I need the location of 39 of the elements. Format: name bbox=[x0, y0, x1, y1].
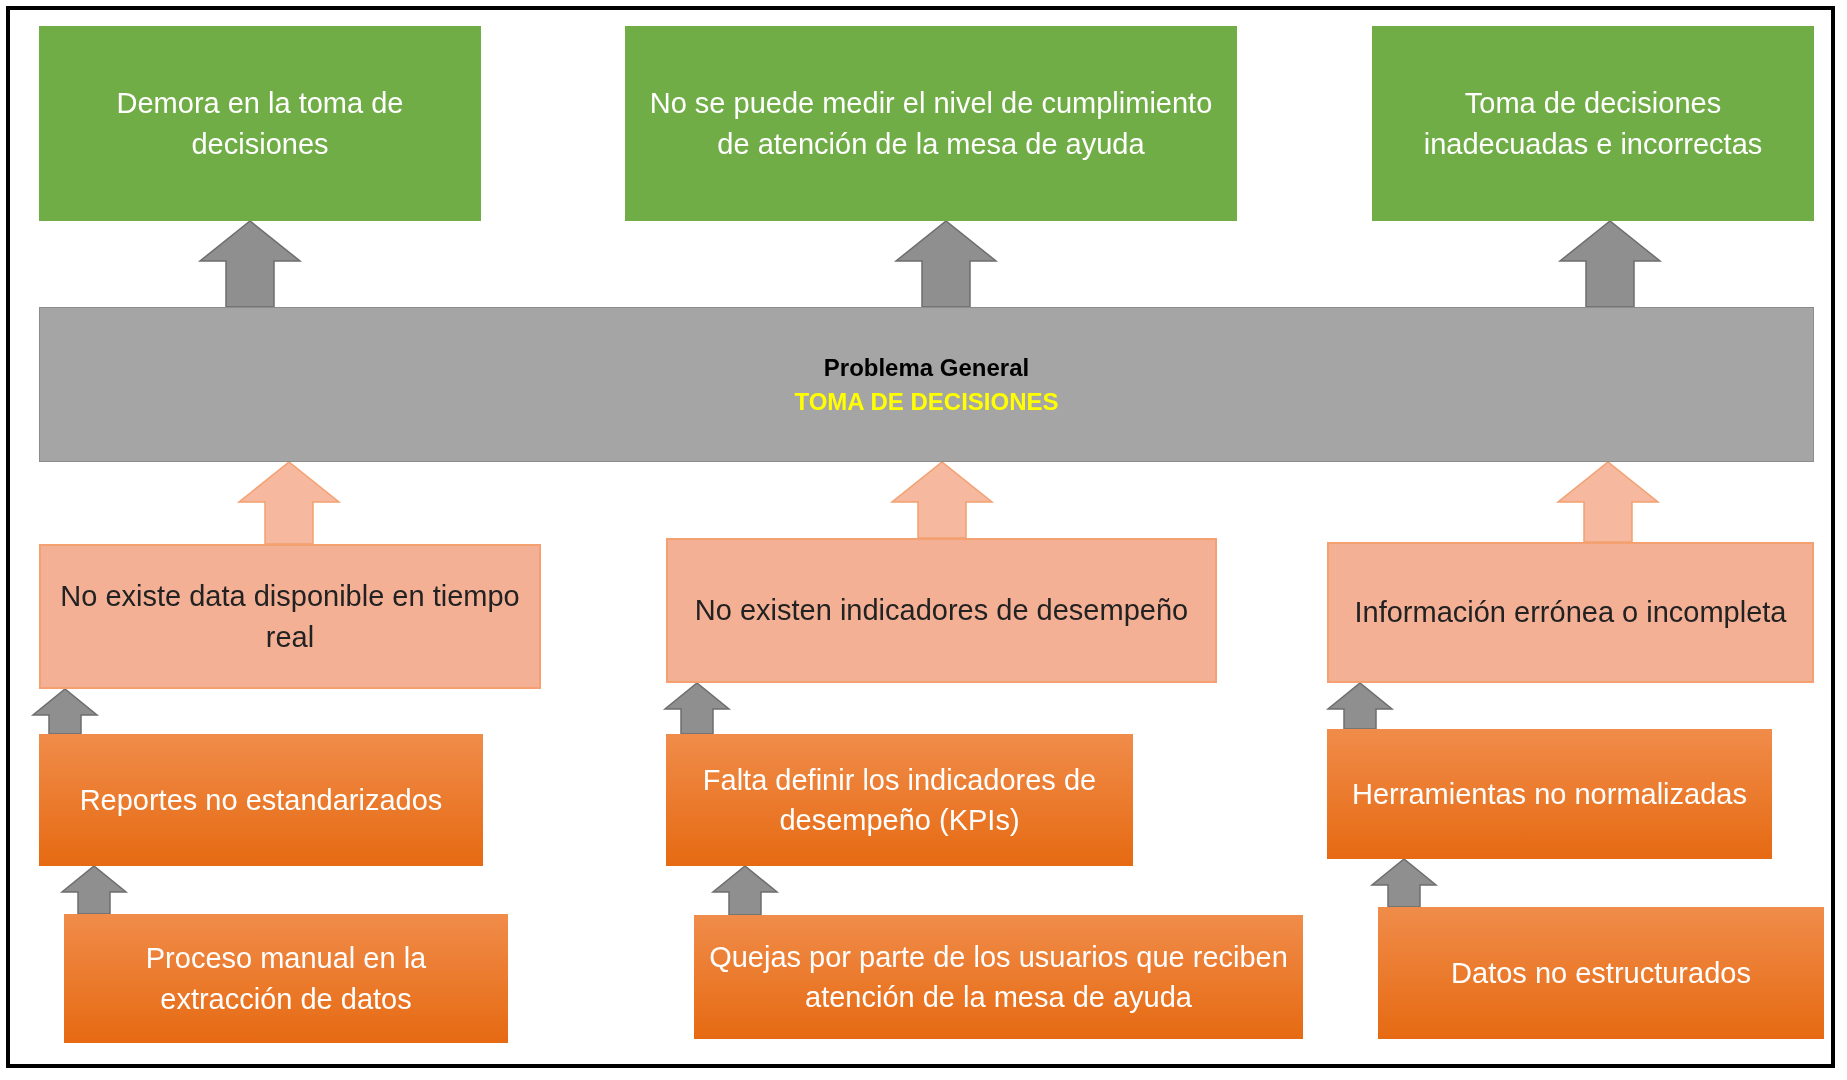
box-text: No existe data disponible en tiempo real bbox=[59, 579, 521, 655]
box-text: Datos no estructurados bbox=[1451, 956, 1751, 991]
sub-cause-box bbox=[39, 734, 483, 866]
box-text: Información errónea o incompleta bbox=[1354, 595, 1787, 631]
box-text: Quejas por parte de los usuarios que reciben atención de la mesa de ayuda bbox=[708, 940, 1289, 1015]
block-arrow bbox=[889, 461, 995, 539]
effect-box bbox=[1372, 26, 1814, 221]
block-arrow bbox=[1555, 461, 1661, 543]
cause-box bbox=[39, 544, 541, 689]
problem-title: TOMA DE DECISIONES bbox=[794, 386, 1059, 417]
block-arrow bbox=[893, 220, 999, 308]
block-arrow bbox=[1557, 220, 1663, 308]
sub-cause-box bbox=[666, 734, 1133, 866]
band-heading: Problema General bbox=[823, 353, 1030, 384]
effect-box bbox=[39, 26, 481, 221]
block-arrow bbox=[1369, 858, 1439, 908]
sub-cause-box bbox=[1327, 729, 1772, 859]
block-arrow bbox=[30, 688, 100, 735]
sub-cause-box bbox=[694, 915, 1303, 1039]
box-text: No existen indicadores de desempeño bbox=[694, 593, 1189, 629]
cause-box bbox=[1327, 542, 1814, 683]
effect-box bbox=[625, 26, 1237, 221]
box-text: Demora en la toma de decisiones bbox=[115, 86, 405, 162]
block-arrow bbox=[1325, 682, 1395, 730]
box-text: Falta definir los indicadores de desempeño (KPIs) bbox=[701, 763, 1098, 838]
block-arrow bbox=[710, 865, 780, 916]
block-arrow bbox=[59, 865, 129, 915]
block-arrow bbox=[662, 682, 732, 735]
block-arrow bbox=[197, 220, 303, 308]
block-arrow bbox=[236, 461, 342, 545]
cause-box bbox=[666, 538, 1217, 683]
box-text: Herramientas no normalizadas bbox=[1352, 777, 1747, 812]
box-text: No se puede medir el nivel de cumplimiento de atención de la mesa de ayuda bbox=[648, 86, 1214, 162]
box-text: Proceso manual en la extracción de datos bbox=[144, 941, 428, 1017]
sub-cause-box bbox=[64, 914, 508, 1043]
sub-cause-box bbox=[1378, 907, 1824, 1039]
box-text: Toma de decisiones inadecuadas e incorrectas bbox=[1422, 86, 1764, 162]
box-text: Reportes no estandarizados bbox=[79, 783, 443, 818]
central-problem-band bbox=[39, 307, 1814, 462]
